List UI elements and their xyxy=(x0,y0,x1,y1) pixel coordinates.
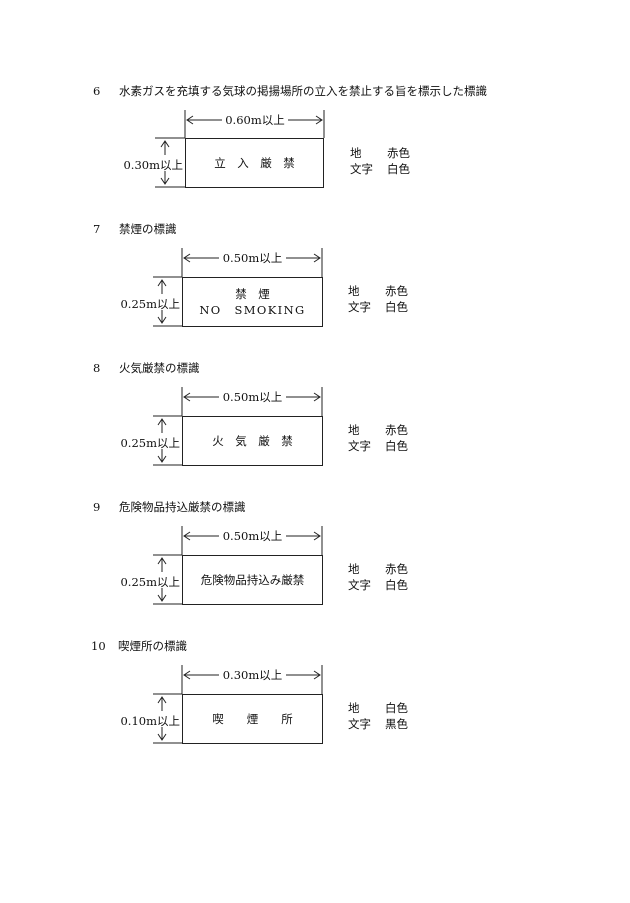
section-title: 喫煙所の標識 xyxy=(118,639,187,653)
legend-row-text: 文字白色 xyxy=(348,577,408,593)
legend: 地 赤色 文字白色 xyxy=(350,145,410,177)
legend-value: 白色 xyxy=(385,300,408,314)
section-heading: 9 危険物品持込厳禁の標識 xyxy=(93,499,246,515)
width-label: 0.50m以上 xyxy=(222,529,283,543)
legend: 地 赤色 文字白色 xyxy=(348,561,408,593)
legend-key: 文字 xyxy=(348,717,371,731)
legend-key: 文字 xyxy=(350,162,373,176)
section-6: 6 水素ガスを充填する気球の掲揚場所の立入を禁止する旨を標示した標識 0.60m以… xyxy=(0,83,630,213)
legend-row-ground: 地 赤色 xyxy=(348,422,408,438)
legend-row-ground: 地 赤色 xyxy=(348,283,408,299)
legend-value: 赤色 xyxy=(387,146,410,160)
sign-text: 立 入 厳 禁 xyxy=(214,156,295,170)
section-title: 禁煙の標識 xyxy=(119,222,177,236)
width-label: 0.50m以上 xyxy=(222,251,283,265)
legend-key: 文字 xyxy=(348,578,371,592)
legend-value: 赤色 xyxy=(385,284,408,298)
legend-row-text: 文字白色 xyxy=(348,438,408,454)
height-label: 0.25m以上 xyxy=(120,297,180,311)
section-8: 8 火気厳禁の標識 0.50m以上 0.25m以上 火 気 厳 禁 地 赤色 文字白… xyxy=(0,360,630,490)
legend-row-text: 文字黒色 xyxy=(348,716,408,732)
section-heading: 8 火気厳禁の標識 xyxy=(93,360,200,376)
legend-key: 文字 xyxy=(348,300,371,314)
sign-box: 立 入 厳 禁 xyxy=(185,138,324,188)
section-heading: 6 水素ガスを充填する気球の掲揚場所の立入を禁止する旨を標示した標識 xyxy=(93,83,487,99)
legend-value: 白色 xyxy=(385,439,408,453)
width-label: 0.30m以上 xyxy=(222,668,283,682)
sign-box: 危険物品持込み厳禁 xyxy=(182,555,323,605)
section-10: 10 喫煙所の標識 0.30m以上 0.10m以上 喫 煙 所 地 白色 文字黒色 xyxy=(0,638,630,768)
sign-text: 危険物品持込み厳禁 xyxy=(200,573,305,587)
width-label: 0.50m以上 xyxy=(222,390,283,404)
sign-text: 喫 煙 所 xyxy=(212,712,293,726)
legend: 地 赤色 文字白色 xyxy=(348,283,408,315)
section-heading: 7 禁煙の標識 xyxy=(93,221,177,237)
dimension-lines xyxy=(153,387,323,466)
legend-key: 地 xyxy=(348,284,360,298)
legend-value: 赤色 xyxy=(385,423,408,437)
sign-text: 禁 煙 xyxy=(235,287,270,301)
section-number: 10 xyxy=(91,639,106,653)
height-label: 0.25m以上 xyxy=(120,575,180,589)
sign-text-english: NO SMOKING xyxy=(199,303,306,317)
sign-box: 喫 煙 所 xyxy=(182,694,323,744)
legend: 地 赤色 文字白色 xyxy=(348,422,408,454)
legend-key: 地 xyxy=(348,701,360,715)
section-number: 8 xyxy=(93,361,101,375)
legend-key: 地 xyxy=(348,423,360,437)
sign-box: 禁 煙 NO SMOKING xyxy=(182,277,323,327)
dimension-lines xyxy=(153,665,323,744)
legend-row-ground: 地 白色 xyxy=(348,700,408,716)
section-heading: 10 喫煙所の標識 xyxy=(91,638,187,654)
width-label: 0.60m以上 xyxy=(225,113,285,127)
sign-box: 火 気 厳 禁 xyxy=(182,416,323,466)
dimension-lines xyxy=(153,248,323,327)
legend-value: 白色 xyxy=(387,162,410,176)
section-number: 9 xyxy=(93,500,101,514)
legend-value: 黒色 xyxy=(385,717,408,731)
legend: 地 白色 文字黒色 xyxy=(348,700,408,732)
section-number: 7 xyxy=(93,222,101,236)
section-9: 9 危険物品持込厳禁の標識 0.50m以上 0.25m以上 危険物品持込み厳禁 地… xyxy=(0,499,630,629)
section-number: 6 xyxy=(93,84,101,98)
legend-row-ground: 地 赤色 xyxy=(348,561,408,577)
section-title: 水素ガスを充填する気球の掲揚場所の立入を禁止する旨を標示した標識 xyxy=(119,84,487,98)
dimension-lines xyxy=(155,110,325,188)
legend-value: 赤色 xyxy=(385,562,408,576)
section-title: 火気厳禁の標識 xyxy=(119,361,200,375)
legend-key: 地 xyxy=(350,146,362,160)
section-title: 危険物品持込厳禁の標識 xyxy=(119,500,246,514)
legend-value: 白色 xyxy=(385,701,408,715)
legend-key: 地 xyxy=(348,562,360,576)
legend-row-text: 文字白色 xyxy=(350,161,410,177)
height-label: 0.25m以上 xyxy=(120,436,180,450)
legend-row-text: 文字白色 xyxy=(348,299,408,315)
sign-text: 火 気 厳 禁 xyxy=(212,434,293,448)
height-label: 0.10m以上 xyxy=(120,714,180,728)
dimension-lines xyxy=(153,526,323,605)
legend-row-ground: 地 赤色 xyxy=(350,145,410,161)
height-label: 0.30m以上 xyxy=(123,158,183,172)
legend-value: 白色 xyxy=(385,578,408,592)
legend-key: 文字 xyxy=(348,439,371,453)
section-7: 7 禁煙の標識 0.50m以上 0.25m以上 禁 煙 NO SMOKING 地 赤… xyxy=(0,221,630,351)
